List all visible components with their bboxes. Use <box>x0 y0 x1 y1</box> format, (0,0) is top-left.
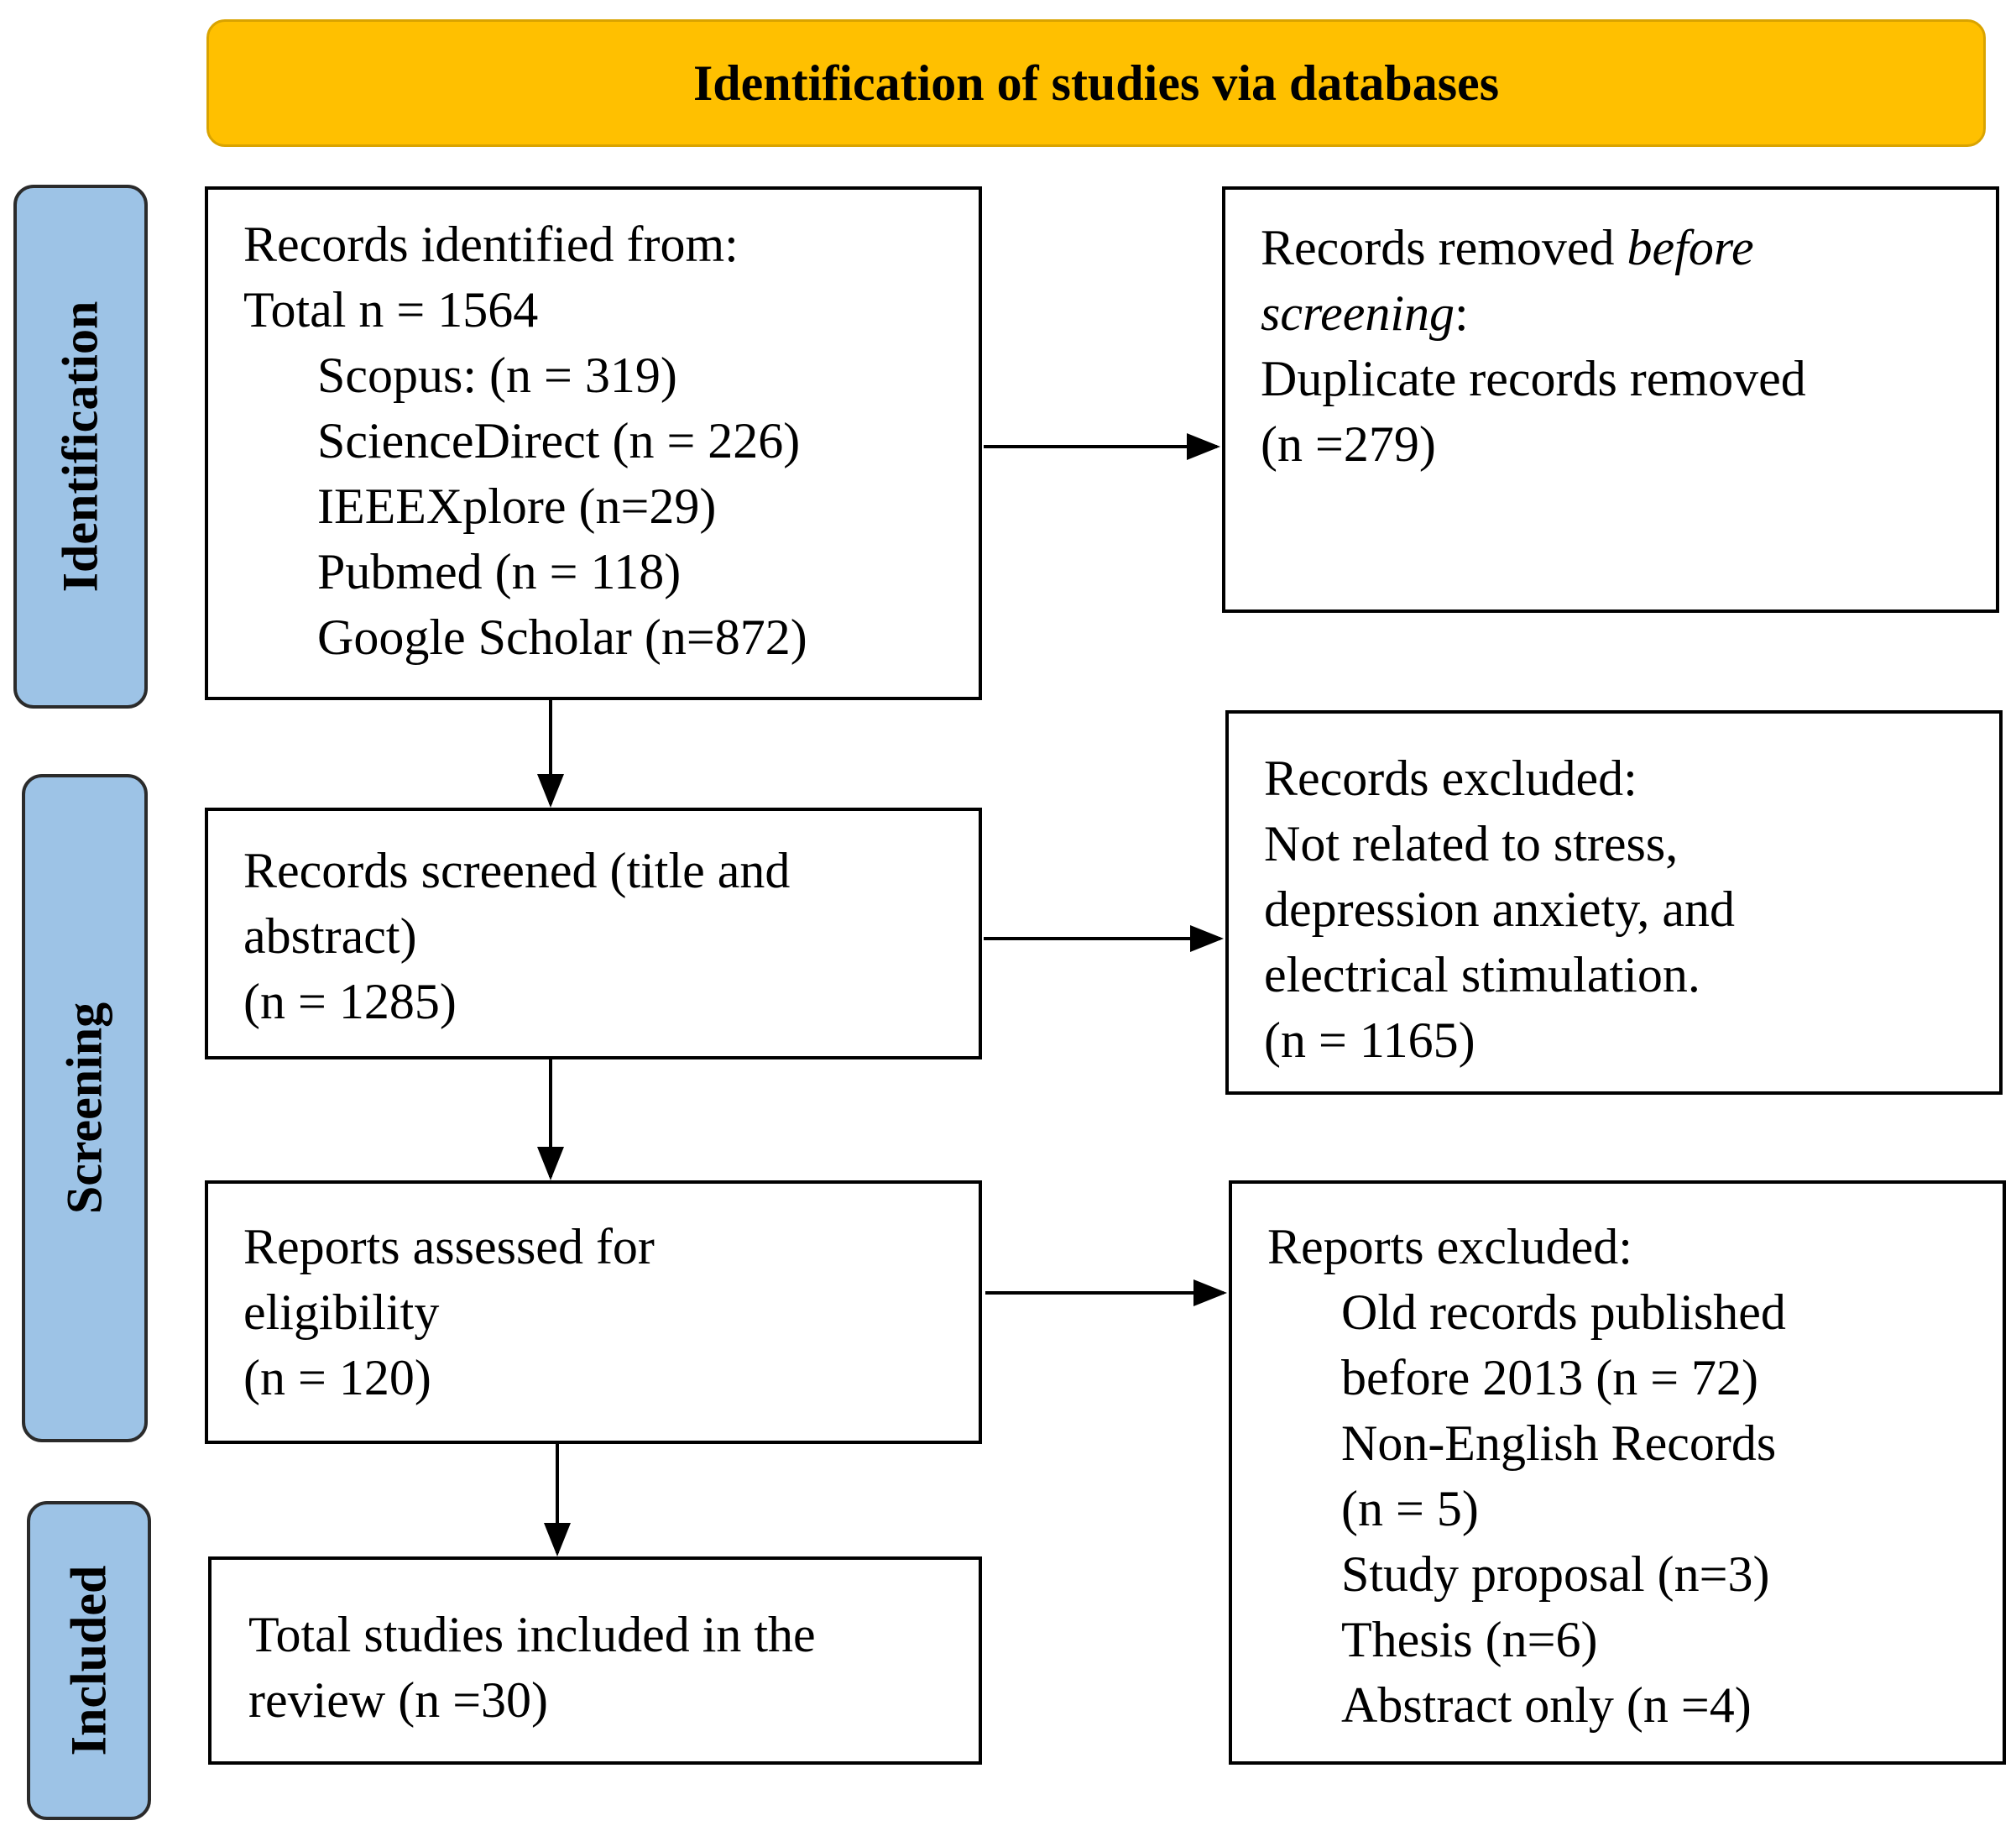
stage-included: Included <box>27 1501 151 1820</box>
records-identified-box: Records identified from: Total n = 1564 … <box>205 186 982 700</box>
records-removed-heading: Records removed before <box>1261 215 1996 280</box>
source-pubmed: Pubmed (n = 118) <box>317 544 682 599</box>
records-identified-total: Total n = 1564 <box>243 282 539 337</box>
records-excluded-line4: (n = 1165) <box>1264 1012 1475 1068</box>
reports-excluded-item: (n = 5) <box>1341 1481 1479 1536</box>
records-excluded-line2: depression anxiety, and <box>1264 881 1735 937</box>
banner-title: Identification of studies via databases <box>692 55 1500 111</box>
records-screened-line2: abstract) <box>243 908 417 964</box>
records-removed-line2: (n =279) <box>1261 416 1436 472</box>
reports-assessed-line3: (n = 120) <box>243 1350 431 1405</box>
reports-excluded-box: Reports excluded: Old records published … <box>1229 1180 2006 1765</box>
source-scopus: Scopus: (n = 319) <box>317 348 677 403</box>
reports-excluded-item: Abstract only (n =4) <box>1341 1677 1752 1733</box>
records-removed-line1: Duplicate records removed <box>1261 351 1806 406</box>
records-excluded-line1: Not related to stress, <box>1264 816 1679 871</box>
reports-excluded-item: Non-English Records <box>1341 1415 1777 1471</box>
reports-assessed-box: Reports assessed for eligibility (n = 12… <box>205 1180 982 1444</box>
records-excluded-heading: Records excluded: <box>1264 751 1637 806</box>
source-google-scholar: Google Scholar (n=872) <box>317 609 807 665</box>
source-ieeexplore: IEEEXplore (n=29) <box>317 479 717 534</box>
reports-excluded-item: Old records published <box>1341 1284 1786 1340</box>
records-removed-heading-italic-2: screening <box>1261 285 1455 341</box>
identification-banner: Identification of studies via databases <box>206 19 1986 147</box>
reports-excluded-heading: Reports excluded: <box>1267 1219 1632 1274</box>
included-line2: review (n =30) <box>248 1672 549 1728</box>
records-identified-heading: Records identified from: <box>243 217 739 272</box>
records-screened-line1: Records screened (title and <box>243 843 791 898</box>
records-screened-line3: (n = 1285) <box>243 974 457 1029</box>
reports-assessed-line2: eligibility <box>243 1284 440 1340</box>
records-removed-heading-cont: screening: <box>1261 280 1996 346</box>
source-sciencedirect: ScienceDirect (n = 226) <box>317 413 801 468</box>
included-box: Total studies included in the review (n … <box>208 1556 982 1765</box>
records-removed-heading-colon: : <box>1455 285 1469 341</box>
records-screened-box: Records screened (title and abstract) (n… <box>205 808 982 1059</box>
reports-excluded-item: Study proposal (n=3) <box>1341 1546 1770 1602</box>
reports-assessed-line1: Reports assessed for <box>243 1219 655 1274</box>
records-removed-heading-plain: Records removed <box>1261 220 1627 275</box>
records-removed-box: Records removed before screening: Duplic… <box>1222 186 1999 613</box>
reports-excluded-item: before 2013 (n = 72) <box>1341 1350 1759 1405</box>
reports-excluded-item: Thesis (n=6) <box>1341 1612 1598 1667</box>
records-excluded-box: Records excluded: Not related to stress,… <box>1225 710 2003 1095</box>
included-line1: Total studies included in the <box>248 1607 816 1662</box>
stage-screening: Screening <box>22 774 148 1442</box>
stage-identification: Identification <box>13 185 148 709</box>
records-removed-heading-italic-1: before <box>1627 220 1754 275</box>
records-excluded-line3: electrical stimulation. <box>1264 947 1700 1002</box>
